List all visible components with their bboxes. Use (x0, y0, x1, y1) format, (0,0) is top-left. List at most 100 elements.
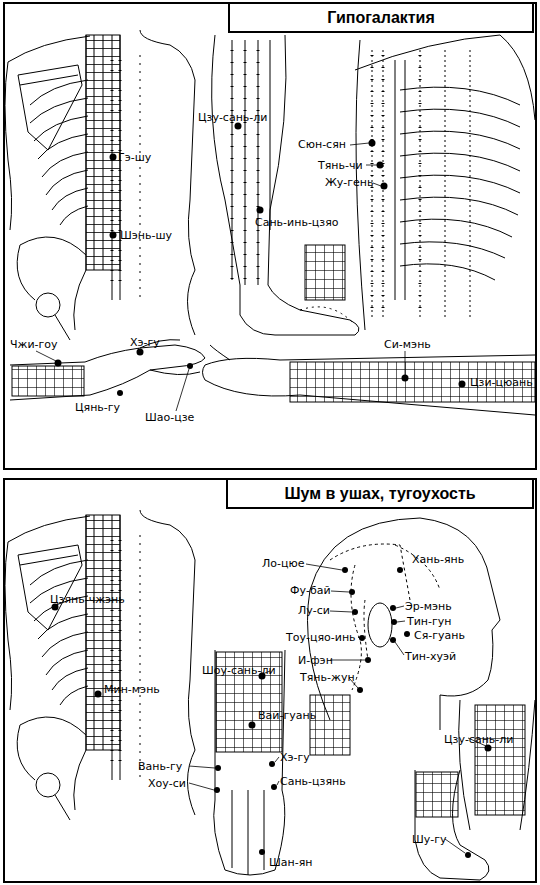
point-label: И-фэн (298, 654, 333, 667)
acupoint (465, 852, 471, 858)
arm-sketch (232, 790, 264, 875)
head-sketch (310, 695, 350, 755)
point-label: Тин-гун (407, 615, 452, 628)
arm-sketch (12, 366, 84, 396)
acupoint (404, 631, 410, 637)
arm-sketch (10, 340, 535, 415)
leg-sketch (305, 245, 345, 300)
acupoint (402, 375, 409, 382)
point-label: Эр-мэнь (405, 600, 452, 613)
point-label: Хэ-гу (130, 336, 160, 349)
chest-sketch (395, 60, 405, 300)
acupoint (117, 390, 123, 396)
acupoint (110, 154, 117, 161)
acupoint (271, 784, 277, 790)
acupoint (459, 381, 466, 388)
chest-sketch (355, 35, 535, 330)
panel-frame: Шум в ушах, тугоухость (3, 478, 537, 883)
panel-heading: Шум в ушах, тугоухость (226, 478, 534, 509)
leg-sketch (459, 700, 535, 830)
chest-sketch (355, 35, 535, 330)
point-label: Шэнь-шу (120, 229, 172, 242)
head-sketch (368, 603, 392, 647)
back-sketch (86, 35, 120, 300)
leg-sketch (416, 772, 458, 817)
acupoint (342, 567, 348, 573)
point-label: Сань-инь-цзяо (255, 216, 339, 229)
arm-sketch (214, 650, 285, 875)
point-label: Шан-ян (269, 856, 312, 869)
point-label: Ло-цюе (262, 557, 305, 570)
acupoint (257, 207, 264, 214)
point-label: Тянь-чи (318, 159, 363, 172)
point-label: Сань-цзянь (280, 775, 346, 788)
acupoint (214, 787, 220, 793)
point-label: Гэ-шу (118, 151, 151, 164)
point-label: Шао-цзе (145, 411, 194, 424)
point-label: Чжи-гоу (10, 338, 58, 351)
point-label: Шу-гу (412, 833, 447, 846)
acupoint (381, 183, 388, 190)
point-label: Хэ-гу (280, 751, 310, 764)
arm-sketch (10, 345, 205, 400)
acupoint (377, 162, 384, 169)
point-label: Вань-гу (138, 760, 182, 773)
acupoint (110, 232, 117, 239)
point-label: Лу-си (298, 604, 330, 617)
point-label: Фу-бай (290, 584, 331, 597)
arm-sketch (214, 650, 285, 875)
chest-sketch (400, 87, 520, 280)
point-label: Цянь-гу (75, 401, 120, 414)
acupoint (249, 722, 256, 729)
point-label: Ся-гуань (414, 629, 465, 642)
arm-sketch (290, 362, 535, 402)
point-label: Тянь-жун (300, 671, 355, 684)
point-label: Цзянь-чжэнь (50, 593, 125, 606)
leg-sketch (415, 770, 489, 880)
anatomy-illustration (5, 510, 195, 820)
acupoint (365, 657, 371, 663)
point-label: Цзу-сань-ли (444, 733, 513, 746)
point-label: Жу-гень (325, 176, 374, 189)
acupoint (269, 761, 275, 767)
point-label: Си-мэнь (384, 338, 431, 351)
chest-sketch (372, 50, 470, 320)
point-label: Сюн-сян (298, 138, 346, 151)
point-label: Шоу-сань-ли (202, 664, 276, 677)
panel-heading: Гипогалактия (228, 2, 534, 33)
back-sketch (8, 30, 195, 335)
back-sketch (140, 55, 141, 300)
point-label: Хань-янь (412, 553, 464, 566)
acupoint (349, 589, 355, 595)
point-label: Хоу-си (148, 777, 186, 790)
arm-sketch (203, 355, 536, 415)
point-label: Тоу-цяо-инь (286, 631, 356, 644)
point-label: Тин-хуэй (405, 650, 456, 663)
leg-sketch (232, 50, 258, 280)
panel-frame: Гипогалактия (3, 2, 537, 470)
point-label: Вай-гуань (258, 709, 316, 722)
leg-sketch (232, 40, 270, 285)
acupoint (359, 635, 365, 641)
back-sketch (36, 293, 60, 317)
acupoint (215, 765, 221, 771)
acupoint (390, 605, 396, 611)
point-label: Цзи-цюань (470, 376, 533, 389)
back-sketch (5, 62, 12, 230)
back-sketch (30, 80, 88, 225)
point-label: Цзу-сань-ли (198, 111, 267, 124)
acupoint (391, 619, 397, 625)
acupoint (187, 363, 193, 369)
acupoint (95, 691, 102, 698)
arm-sketch (210, 345, 230, 360)
point-label: Мин-мэнь (104, 683, 160, 696)
acupoint (259, 849, 265, 855)
back-sketch (17, 237, 86, 340)
back-sketch (112, 60, 120, 290)
acupoint (369, 140, 376, 147)
leg-sketch (212, 35, 286, 285)
leg-sketch (300, 307, 352, 322)
leg-sketch (415, 700, 535, 880)
leg-sketch (475, 705, 525, 815)
